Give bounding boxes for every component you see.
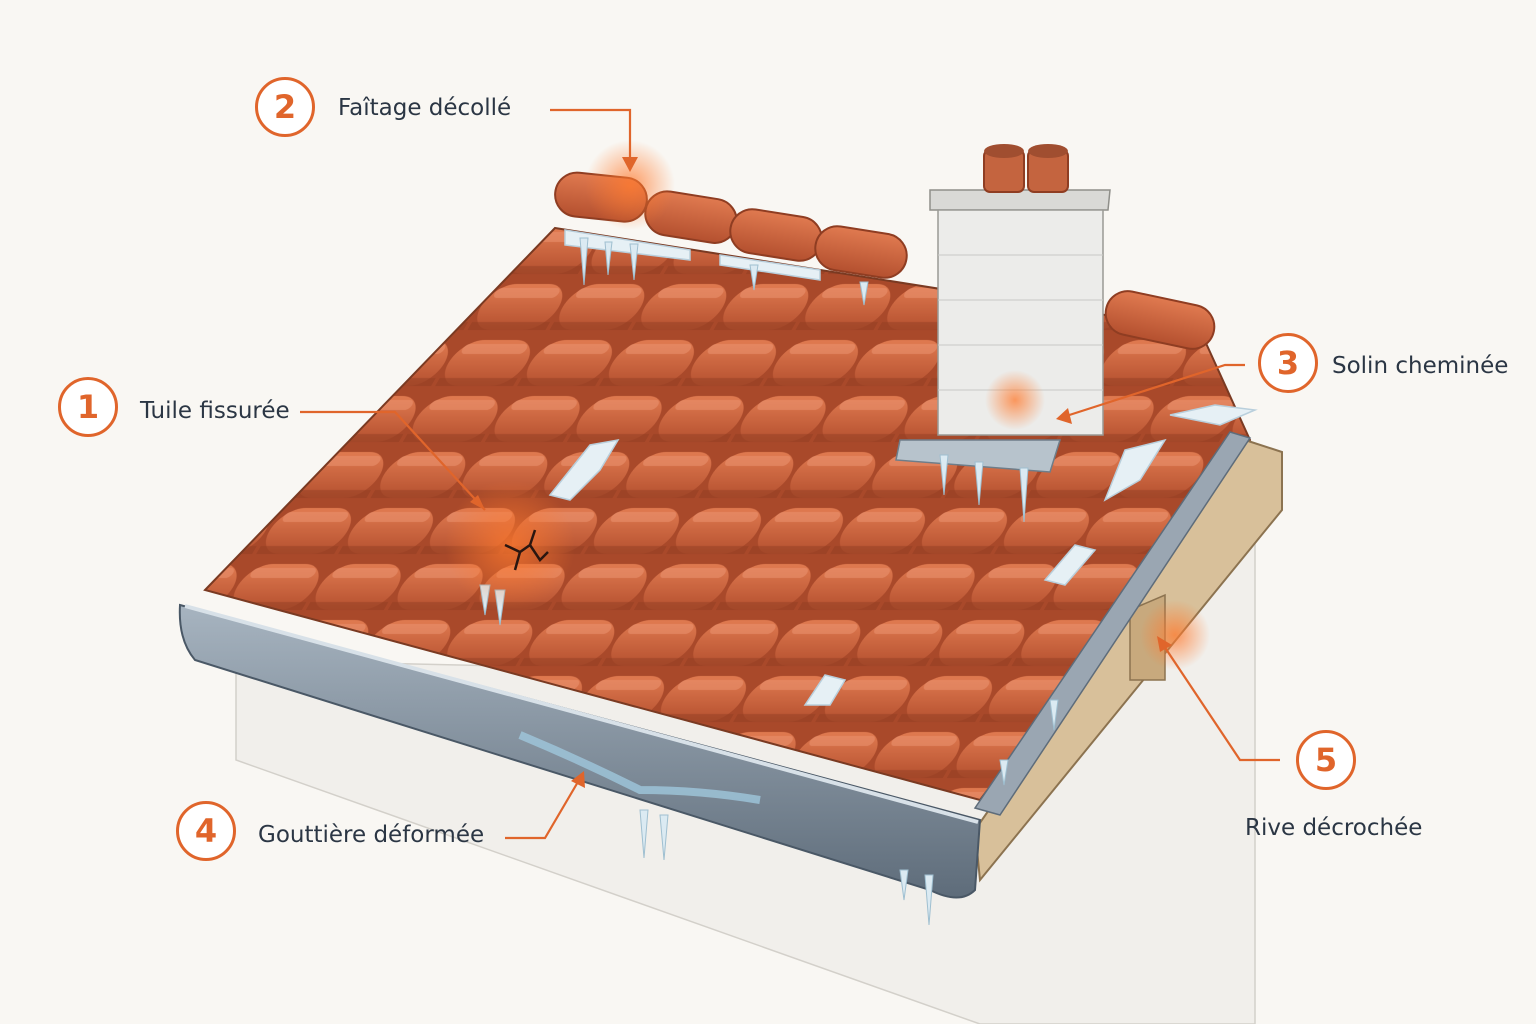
callout-4-label: Gouttière déformée (258, 822, 485, 848)
callout-5-badge: 5 (1296, 730, 1356, 790)
leader-4 (505, 774, 583, 840)
arrowhead-5 (1157, 636, 1172, 652)
leader-1 (300, 410, 486, 511)
callout-4-badge: 4 (176, 801, 236, 861)
callout-arrowheads (470, 157, 1172, 788)
ice-patches (548, 229, 1258, 706)
callout-2-label: Faîtage décollé (338, 95, 512, 121)
damage-highlights (445, 140, 1210, 670)
leader-5 (1159, 639, 1280, 762)
callout-leaders (300, 108, 1280, 840)
leader-3 (1059, 363, 1245, 420)
callout-3-badge: 3 (1258, 333, 1318, 393)
callout-3-label: Solin cheminée (1332, 353, 1509, 379)
leader-2 (550, 108, 632, 168)
callout-1-label: Tuile fissurée (140, 398, 290, 424)
callout-5-label: Rive décrochée (1245, 815, 1423, 841)
arrowhead-4 (571, 771, 585, 788)
arrowhead-2 (622, 157, 638, 172)
callout-2-badge: 2 (255, 77, 315, 137)
rake-flashing (973, 431, 1252, 816)
callout-1-badge: 1 (58, 377, 118, 437)
arrowhead-3 (1056, 408, 1072, 424)
tile-crack (504, 529, 549, 571)
chimney (895, 144, 1111, 473)
arrowhead-1 (470, 495, 485, 510)
ridge-tiles (554, 171, 1216, 350)
